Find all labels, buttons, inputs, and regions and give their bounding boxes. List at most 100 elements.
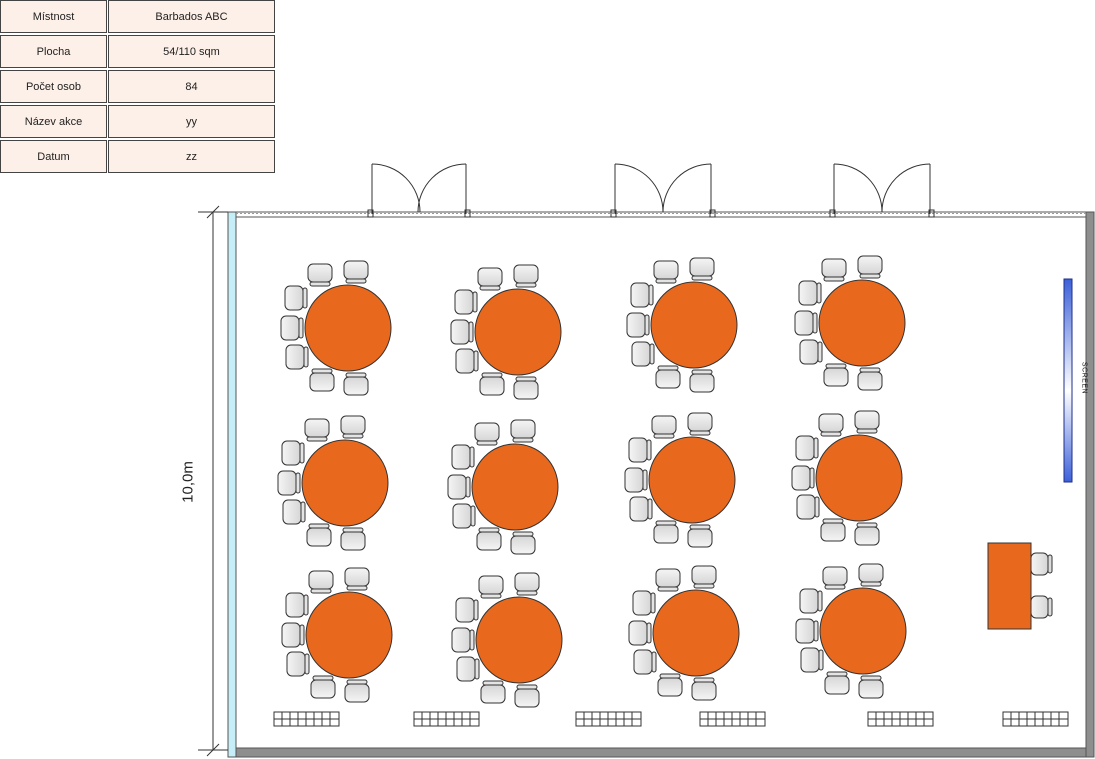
chair: [510, 531, 536, 555]
chair: [633, 649, 657, 675]
chair: [800, 647, 824, 673]
chair: [282, 499, 306, 525]
right-wall: [1085, 211, 1095, 758]
round-table: [819, 587, 907, 675]
chair: [451, 627, 475, 653]
chair: [310, 675, 336, 699]
info-value-room: Barbados ABC: [108, 0, 275, 33]
chair: [344, 567, 370, 591]
chair: [628, 620, 652, 646]
chair: [284, 285, 308, 311]
chair: [510, 419, 536, 443]
chair: [624, 467, 648, 493]
info-value-persons: 84: [108, 70, 275, 103]
chair: [858, 563, 884, 587]
chair: [824, 671, 850, 695]
chair: [653, 260, 679, 284]
chair: [796, 494, 820, 520]
chair: [798, 280, 822, 306]
table-group: [447, 419, 559, 555]
chair: [456, 656, 480, 682]
round-tables: [277, 255, 907, 708]
chair: [631, 341, 655, 367]
chair: [285, 592, 309, 618]
table-group: [795, 563, 907, 699]
chair: [821, 258, 847, 282]
chair: [343, 372, 369, 396]
chair: [854, 410, 880, 434]
chair: [479, 372, 505, 396]
table-group: [626, 257, 738, 393]
info-label-date: Datum: [0, 140, 107, 173]
chair: [308, 570, 334, 594]
chair: [795, 618, 819, 644]
table-group: [624, 412, 736, 548]
chair: [280, 315, 304, 341]
chair: [820, 518, 846, 542]
chair: [1030, 595, 1053, 619]
chair: [858, 675, 884, 699]
chair: [340, 415, 366, 439]
radiator: [867, 711, 934, 727]
door: [367, 163, 471, 218]
chair: [307, 263, 333, 287]
round-table: [471, 443, 559, 531]
chair: [632, 590, 656, 616]
chair: [286, 651, 310, 677]
chair: [478, 575, 504, 599]
presenter-table: [987, 542, 1032, 630]
round-table: [301, 439, 389, 527]
table-group: [451, 572, 563, 708]
table-group: [277, 415, 389, 551]
chair: [514, 572, 540, 596]
chair: [794, 310, 818, 336]
chair: [452, 503, 476, 529]
radiator: [575, 711, 642, 727]
chair: [823, 363, 849, 387]
bottom-wall: [227, 747, 1095, 758]
projection-screen: [1063, 278, 1073, 483]
chair: [281, 440, 305, 466]
radiator: [273, 711, 340, 727]
table-group: [280, 260, 392, 396]
round-table: [652, 589, 740, 677]
chair: [1030, 552, 1053, 576]
info-label-area: Plocha: [0, 35, 107, 68]
info-value-date: zz: [108, 140, 275, 173]
info-label-event-name: Název akce: [0, 105, 107, 138]
round-table: [818, 279, 906, 367]
chair: [691, 677, 717, 701]
chair: [281, 622, 305, 648]
table-group: [450, 264, 562, 400]
table-group: [791, 410, 903, 546]
chair: [343, 260, 369, 284]
chair: [454, 289, 478, 315]
chair: [447, 474, 471, 500]
chair: [822, 566, 848, 590]
chair: [687, 524, 713, 548]
round-table: [815, 434, 903, 522]
info-label-persons: Počet osob: [0, 70, 107, 103]
dimension-line: [198, 205, 228, 757]
chair: [795, 435, 819, 461]
info-label-room: Místnost: [0, 0, 107, 33]
chair: [655, 568, 681, 592]
chair: [630, 282, 654, 308]
chair: [657, 673, 683, 697]
chair: [474, 422, 500, 446]
top-wall: [228, 211, 1094, 218]
chair: [340, 527, 366, 551]
chair: [626, 312, 650, 338]
round-table: [648, 436, 736, 524]
chair: [857, 367, 883, 391]
radiator: [1002, 711, 1069, 727]
chair: [629, 496, 653, 522]
round-table: [305, 591, 393, 679]
chair: [854, 522, 880, 546]
chair: [304, 418, 330, 442]
chair: [655, 365, 681, 389]
chair: [285, 344, 309, 370]
chair: [450, 319, 474, 345]
chair: [513, 376, 539, 400]
